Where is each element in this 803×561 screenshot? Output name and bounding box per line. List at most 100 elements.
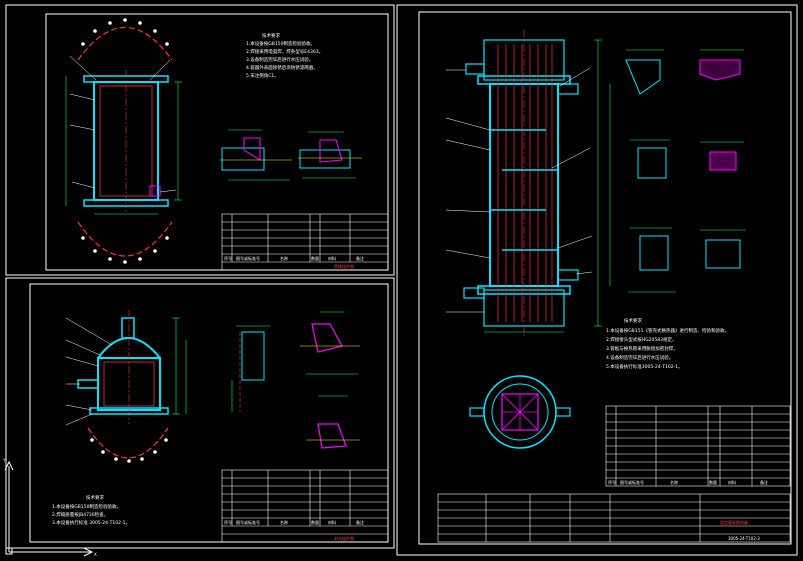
detail-a-hatch: [243, 137, 261, 161]
notes-left-top: 技术要求 1.本设备按GB150制造检验验收。 2.焊接采用电弧焊，焊条型号E4…: [246, 32, 323, 79]
frame-right: [396, 4, 798, 556]
frame-left-bottom: [5, 277, 395, 549]
svg-text:名称: 名称: [280, 255, 288, 261]
notes-right-line-5: 5.本设备执行标准3005-24-T102-1。: [606, 363, 683, 370]
notes-left-bottom: 技术要求 1.本设备按GB150制造检验验收。 2.焊缝质量按JB4730检查。…: [52, 494, 130, 526]
frame-left-top-inner: [45, 13, 389, 271]
nozzle-top: [121, 317, 135, 339]
top-head-outline: [77, 26, 173, 61]
nozzle-top-left: [465, 63, 485, 75]
notes-right-line-1: 1.本设备按GB151《管壳式换热器》进行制造、检验和验收。: [606, 327, 729, 334]
exchanger-section-view: [469, 375, 571, 449]
svg-text:数量: 数量: [311, 519, 319, 525]
svg-text:序号: 序号: [608, 479, 616, 485]
detail-c-outline: [241, 331, 265, 381]
nozzle-top-right: [557, 83, 579, 95]
notes-right-title: 技术要求: [624, 317, 642, 324]
title-block-right: [437, 405, 791, 543]
section-nozzle-left: [469, 407, 485, 417]
notes-left-top-line-4: 4.容器外表面除锈后涂防锈漆两遍。: [246, 64, 318, 71]
lower-head-outline: [87, 427, 169, 459]
svg-text:序号: 序号: [224, 519, 232, 525]
frame-right-inner: [418, 11, 792, 545]
frame-left-top: [5, 4, 395, 276]
svg-text:材料: 材料: [328, 255, 336, 261]
exchanger-detail-views: [625, 49, 746, 293]
detail-e-hatch: [317, 423, 347, 449]
detail-views-left-bottom: [231, 311, 360, 449]
lower-head-bolt-marks: [90, 438, 168, 463]
notes-left-bottom-line-3: 3.本设备执行标准 3005-24-T102-1。: [52, 519, 130, 526]
detail-d-hatch: [311, 323, 343, 353]
notes-left-bottom-line-1: 1.本设备按GB150制造检验验收。: [52, 503, 121, 510]
exchanger-part-tags: [445, 67, 593, 313]
part-tags: [69, 55, 177, 193]
svg-text:图号或标准号: 图号或标准号: [620, 479, 644, 485]
svg-text:材料: 材料: [328, 519, 336, 525]
detail-g: [699, 59, 741, 81]
support-lug: [149, 185, 161, 197]
title-block-left-top: [221, 213, 389, 271]
shell-assembly-view: [65, 18, 182, 264]
title-block-right-header: 序号 图号或标准号 名称 数量 材料 备注 固定管板换热器 3005-24-T1…: [608, 479, 768, 541]
heat-exchanger-view: [445, 30, 611, 336]
svg-text:图号或标准号: 图号或标准号: [236, 519, 260, 525]
notes-left-top-line-3: 3.设备制造完毕后进行水压试验。: [246, 56, 313, 63]
notes-left-bottom-title: 技术要求: [86, 494, 104, 501]
svg-text:备注: 备注: [356, 255, 364, 261]
head-bolt-marks: [81, 18, 169, 264]
detail-views-left-top: [220, 129, 362, 181]
ucs-x-label: X: [94, 552, 97, 557]
detail-dimensions-left-bottom: [231, 311, 358, 412]
side-nozzle: [77, 379, 99, 389]
notes-left-bottom-line-2: 2.焊缝质量按JB4730检查。: [52, 511, 108, 518]
exchanger-dimensions: [484, 39, 611, 333]
title-block-left-bottom-header: 序号 图号或标准号 名称 数量 材料 备注 封头组件图: [224, 519, 364, 541]
bottom-flange: [83, 199, 169, 207]
exchanger-detail-dims: [626, 49, 746, 293]
head-assembly-view: [65, 310, 187, 463]
detail-b-weld: [299, 149, 351, 169]
title-block-left-bottom-title: 封头组件图: [334, 535, 354, 541]
section-nozzle-right: [555, 407, 571, 417]
svg-text:备注: 备注: [356, 519, 364, 525]
detail-b-hatch: [319, 139, 343, 163]
shell-dimensions: [65, 76, 182, 215]
title-block-left-bottom: [221, 469, 389, 543]
drawing-number: 3005-24-T102-3: [728, 536, 760, 541]
notes-right-line-2: 2.焊接接头型式按HG20583规定。: [606, 336, 676, 343]
notes-right: 技术要求 1.本设备按GB151《管壳式换热器》进行制造、检验和验收。 2.焊接…: [606, 317, 729, 370]
svg-text:图号或标准号: 图号或标准号: [236, 255, 260, 261]
detail-f: [625, 59, 661, 95]
detail-j: [639, 235, 669, 271]
svg-text:数量: 数量: [709, 479, 717, 485]
notes-left-top-line-1: 1.本设备按GB150制造检验验收。: [246, 40, 315, 47]
title-block-left-top-header: 序号 图号或标准号 名称 数量 材料 备注 筒体组件图: [224, 255, 364, 269]
section-tube-pattern: [501, 393, 539, 431]
top-flange: [83, 75, 169, 83]
detail-i: [709, 151, 737, 171]
svg-text:名称: 名称: [670, 479, 678, 485]
head-part-tags: [65, 317, 113, 426]
svg-text:材料: 材料: [728, 479, 736, 485]
detail-a-weld: [221, 147, 265, 171]
nozzle-bottom-right: [557, 269, 579, 281]
head-dimensions: [172, 317, 187, 415]
notes-left-top-line-2: 2.焊接采用电弧焊，焊条型号E4303。: [246, 48, 323, 55]
notes-left-top-line-5: 5.未注倒角C1。: [246, 72, 279, 79]
nozzle-bottom-left: [463, 287, 485, 299]
svg-text:数量: 数量: [311, 255, 319, 261]
baffles: [490, 129, 558, 251]
ucs-icon: [4, 460, 94, 557]
title-block-left-top-title: 筒体组件图: [334, 263, 354, 269]
detail-dimensions-left-top: [228, 129, 356, 181]
detail-k: [705, 239, 741, 269]
svg-text:备注: 备注: [760, 479, 768, 485]
notes-right-line-3: 3.管板与换热管采用胀接加密封焊。: [606, 345, 678, 352]
frame-left-bottom-inner: [29, 283, 389, 543]
title-block-right-title: 固定管板换热器: [720, 519, 748, 525]
detail-h: [637, 147, 667, 179]
svg-text:序号: 序号: [224, 255, 232, 261]
